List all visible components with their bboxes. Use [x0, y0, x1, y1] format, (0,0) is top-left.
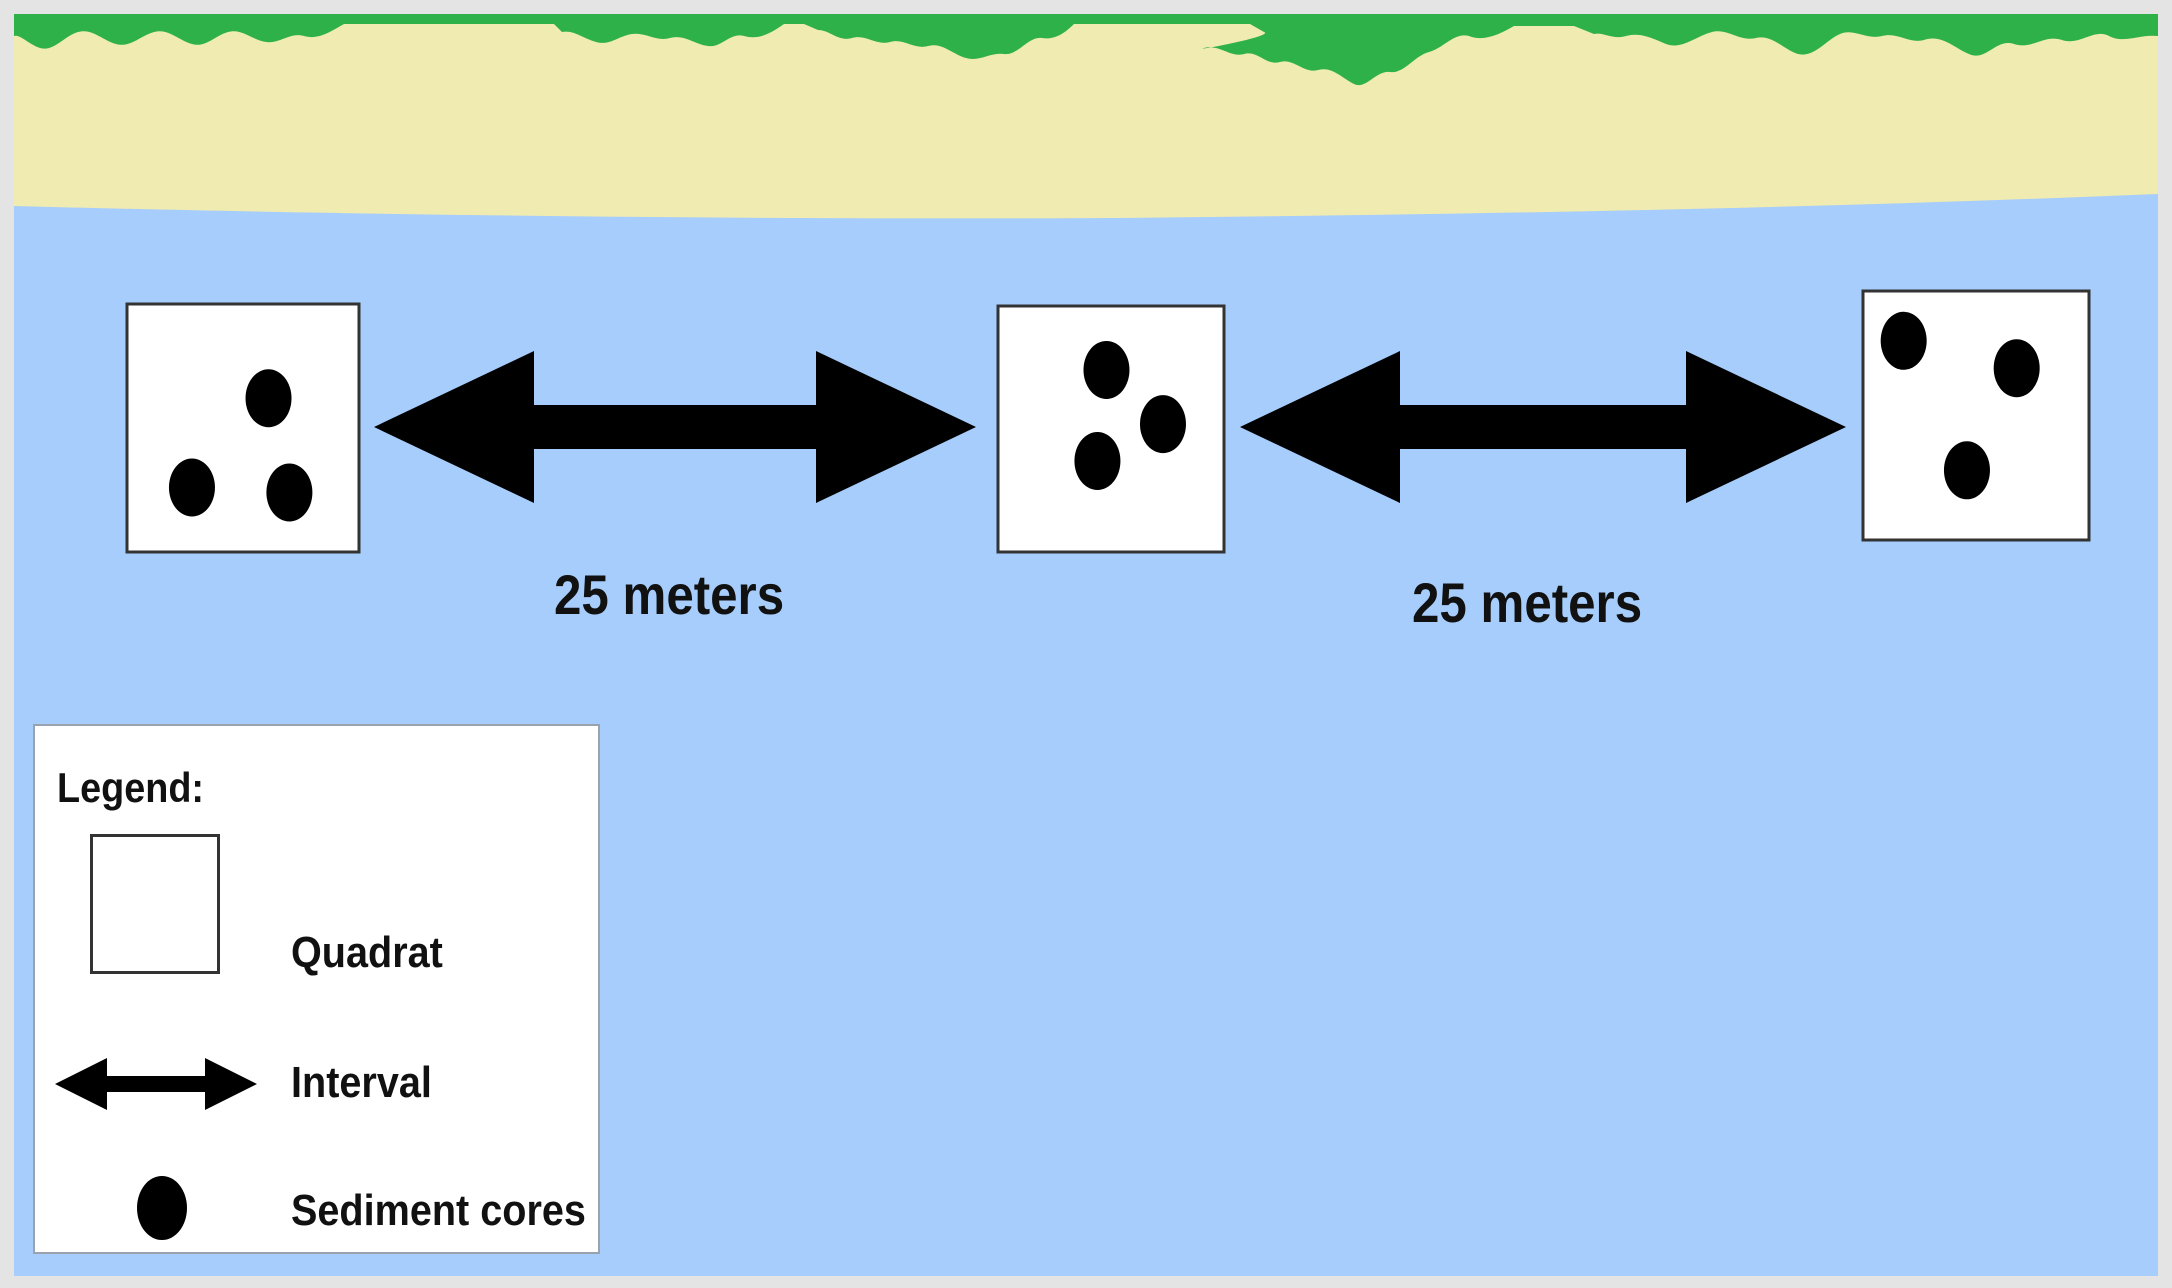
legend-double-arrow-icon	[55, 1058, 257, 1110]
legend-quadrat-label: Quadrat	[291, 928, 443, 977]
sediment-core	[1074, 431, 1121, 490]
legend-title: Legend:	[57, 764, 204, 811]
sediment-core	[1139, 395, 1186, 454]
interval-distance-label: 25 meters	[1412, 571, 1643, 634]
sand-shore	[14, 14, 2158, 219]
sediment-core	[1943, 441, 1990, 500]
interval-double-arrow	[1240, 351, 1846, 503]
intervals-layer	[374, 351, 1846, 503]
sediment-core	[168, 458, 215, 517]
vegetation-strip	[14, 14, 2158, 86]
legend-sediment-core-label: Sediment cores	[291, 1186, 586, 1235]
interval-double-arrow	[374, 351, 976, 503]
legend-sediment-core-symbol	[137, 1176, 187, 1240]
sediment-core	[1083, 340, 1130, 399]
site-scene	[14, 14, 2158, 554]
legend-quadrat-symbol	[90, 834, 220, 974]
sediment-core	[245, 369, 292, 428]
quadrats-layer	[125, 289, 2091, 554]
legend-interval-label: Interval	[291, 1058, 432, 1107]
quadrat-square	[125, 302, 361, 554]
diagram-frame: 25 meters 25 meters Legend: Quadrat Inte…	[14, 14, 2158, 1276]
quadrat	[1861, 289, 2091, 542]
sediment-core	[1880, 311, 1927, 370]
quadrat	[996, 304, 1226, 554]
interval-distance-label: 25 meters	[554, 563, 785, 626]
legend-box: Legend: Quadrat Interval Sediment cores	[33, 724, 600, 1254]
sediment-core	[266, 463, 313, 522]
sediment-core	[1993, 339, 2040, 398]
quadrat	[125, 302, 361, 554]
